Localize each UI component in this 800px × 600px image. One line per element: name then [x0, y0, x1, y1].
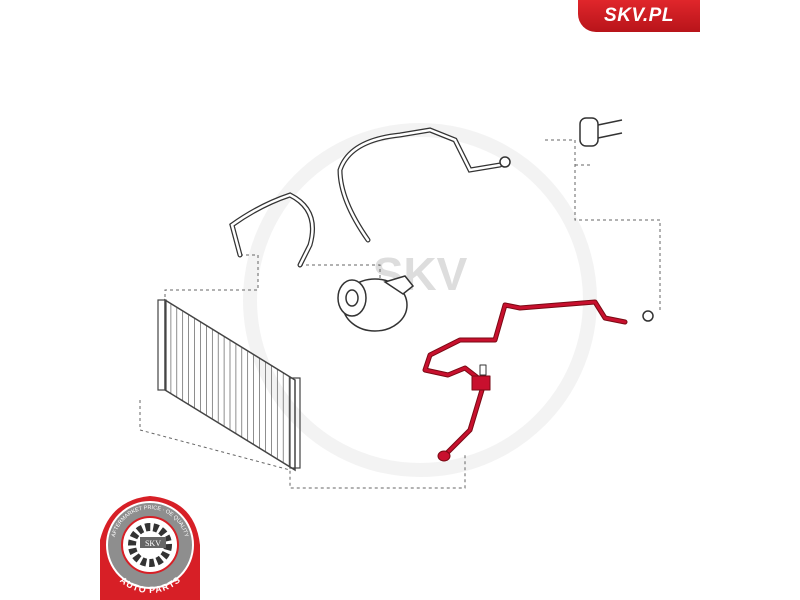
- expansion-valve-fitting: [499, 117, 623, 168]
- compressor: [337, 275, 415, 332]
- condenser: [157, 298, 301, 472]
- highlighted-ac-pipe: [422, 299, 654, 462]
- badge-center-text: SKV: [145, 539, 161, 548]
- watermark-gear: [243, 123, 597, 477]
- brand-logo: SKV.PL: [578, 0, 700, 32]
- leader-lines: [139, 139, 661, 489]
- skv-badge: SKV AFTERMARKET PRICE · OE QUALITY AUTO …: [100, 496, 200, 600]
